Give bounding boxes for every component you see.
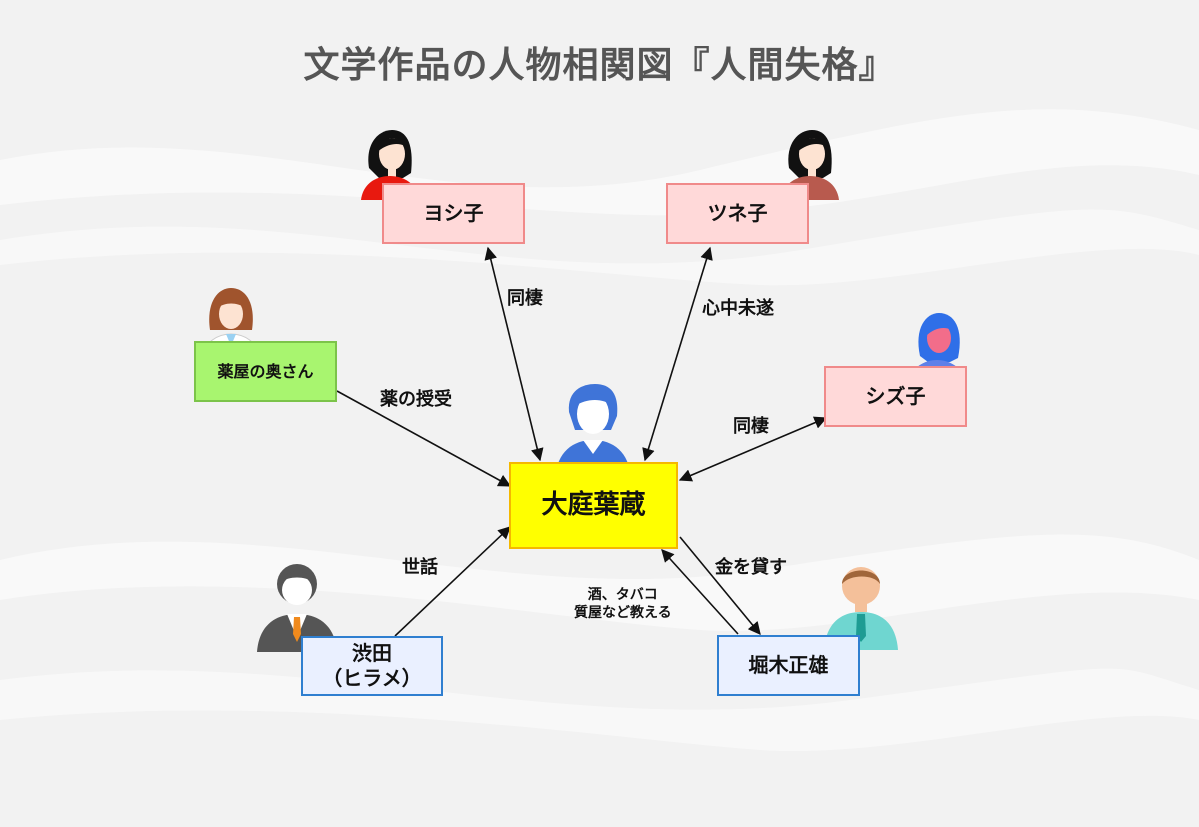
arrow-shibuta: [394, 526, 511, 637]
label-yoshiko-relation: 同棲: [507, 288, 543, 309]
node-yoshiko[interactable]: ヨシ子: [382, 183, 525, 244]
arrow-horiki-lend: [679, 536, 761, 635]
arrow-pharmacy: [336, 390, 512, 487]
node-center-yozo[interactable]: 大庭葉蔵: [509, 462, 678, 549]
label-pharmacy-relation: 薬の授受: [380, 389, 452, 410]
arrow-tsuneko: [642, 246, 713, 462]
woman-brown-icon: [781, 130, 839, 200]
label-horiki-lend: 金を貸す: [715, 557, 787, 578]
node-tsuneko[interactable]: ツネ子: [666, 183, 809, 244]
node-pharmacy-wife[interactable]: 薬屋の奥さん: [194, 341, 337, 402]
arrow-horiki-teach: [661, 549, 739, 635]
label-shibuta-relation: 世話: [402, 557, 438, 578]
node-shibuta[interactable]: 渋田 （ヒラメ）: [301, 636, 443, 696]
node-horiki[interactable]: 堀木正雄: [717, 635, 860, 696]
label-shizuko-relation: 同棲: [733, 416, 769, 437]
label-tsuneko-relation: 心中未遂: [702, 298, 774, 319]
node-shizuko[interactable]: シズ子: [824, 366, 967, 427]
label-horiki-teach: 酒、タバコ 質屋など教える: [574, 587, 672, 621]
page-title: 文学作品の人物相関図『人間失格』: [303, 44, 896, 86]
arrow-yoshiko: [484, 246, 544, 462]
arrow-shizuko: [678, 416, 828, 482]
